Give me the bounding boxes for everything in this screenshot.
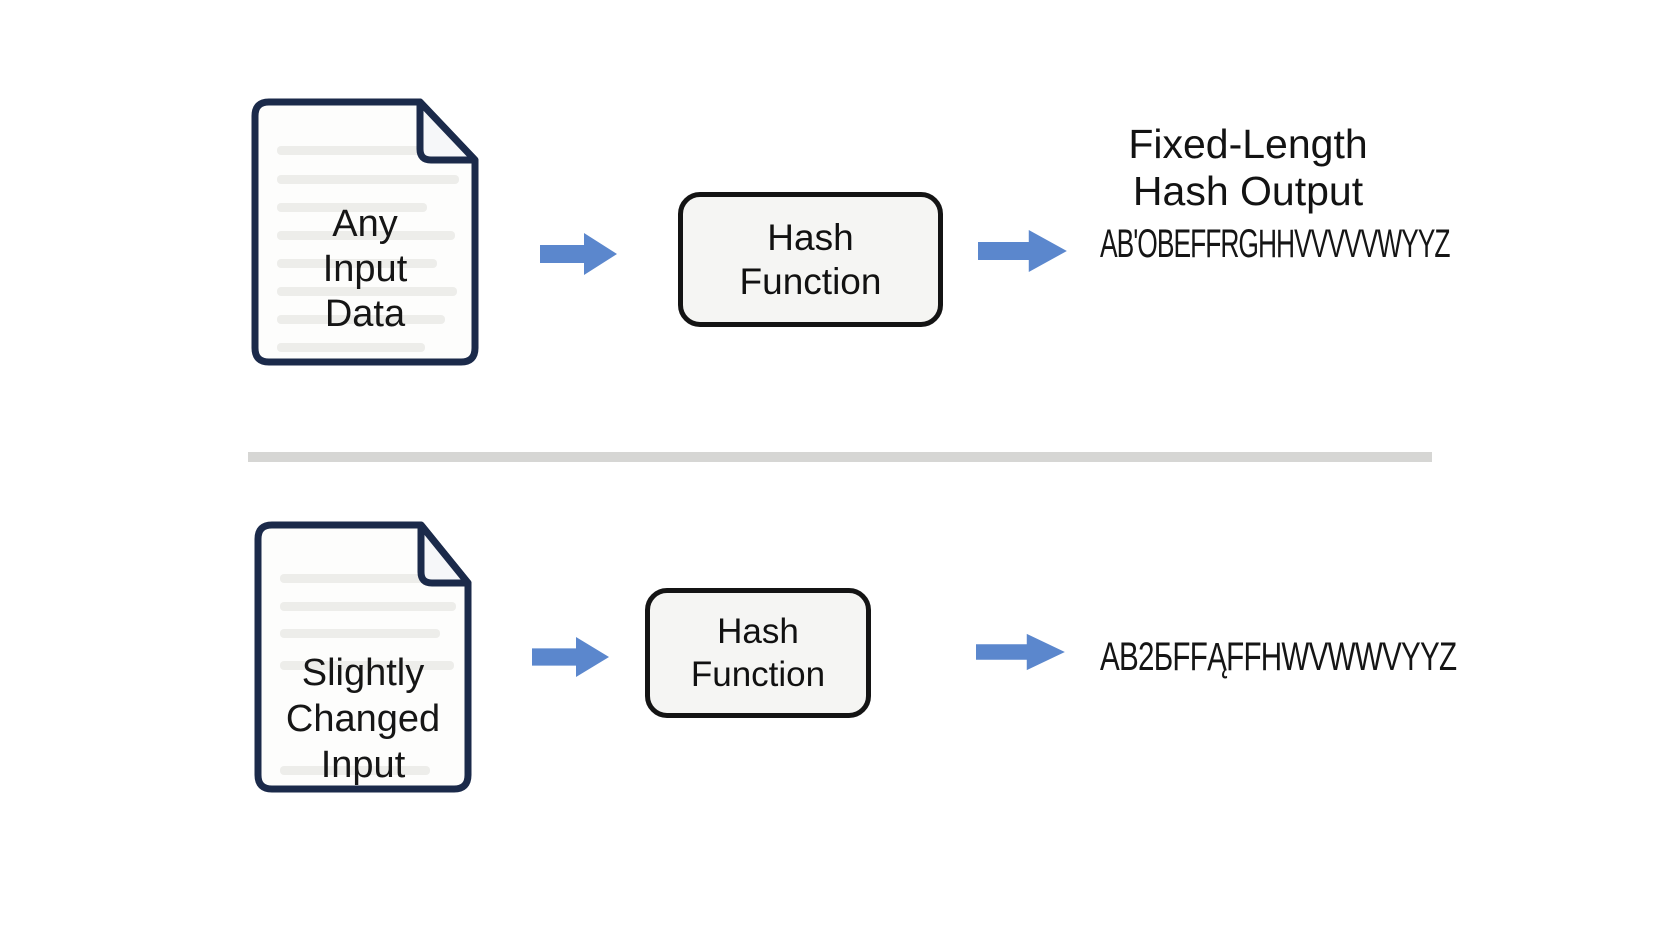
hash-function-label-line: Function	[739, 260, 882, 302]
arrow-right-icon	[532, 636, 610, 678]
any-input-document-icon: Any Input Data	[251, 98, 479, 366]
folded-corner	[417, 521, 472, 587]
section-divider	[248, 452, 1432, 462]
hash-output-value: AB2БFFĄFFHWVWWVYYZ	[1100, 635, 1457, 679]
document-label-line: Input	[320, 744, 406, 786]
folded-corner	[416, 98, 479, 164]
hash-function-label-line: Hash	[717, 612, 799, 651]
hash-function-box: Hash Function	[645, 588, 871, 718]
hash-function-label-line: Hash	[767, 216, 854, 258]
arrow-right-icon	[540, 232, 618, 276]
title-line: Hash Output	[1132, 168, 1364, 214]
document-label-line: Data	[324, 293, 406, 335]
slightly-changed-input-document-icon: Slightly Changed Input	[254, 521, 472, 793]
document-icon	[254, 521, 472, 793]
hash-function-box: Hash Function	[678, 192, 943, 327]
document-label-line: Any	[332, 203, 398, 245]
document-label-line: Changed	[285, 698, 441, 740]
document-label-slightly-changed-input: Slightly Changed Input	[254, 650, 472, 788]
document-icon	[251, 98, 479, 366]
fixed-length-hash-output-title: Fixed-Length Hash Output	[1028, 121, 1468, 215]
document-label-any-input-data: Any Input Data	[251, 202, 479, 337]
hash-function-label-line: Function	[690, 655, 826, 694]
hash-output-value: AB'OBEFFRGHHVVVVVWYYZ	[1100, 222, 1451, 266]
arrow-right-icon	[976, 633, 1066, 671]
title-line: Fixed-Length	[1128, 121, 1368, 167]
arrow-right-icon	[978, 229, 1068, 273]
document-label-line: Slightly	[301, 652, 425, 694]
document-label-line: Input	[322, 248, 408, 290]
